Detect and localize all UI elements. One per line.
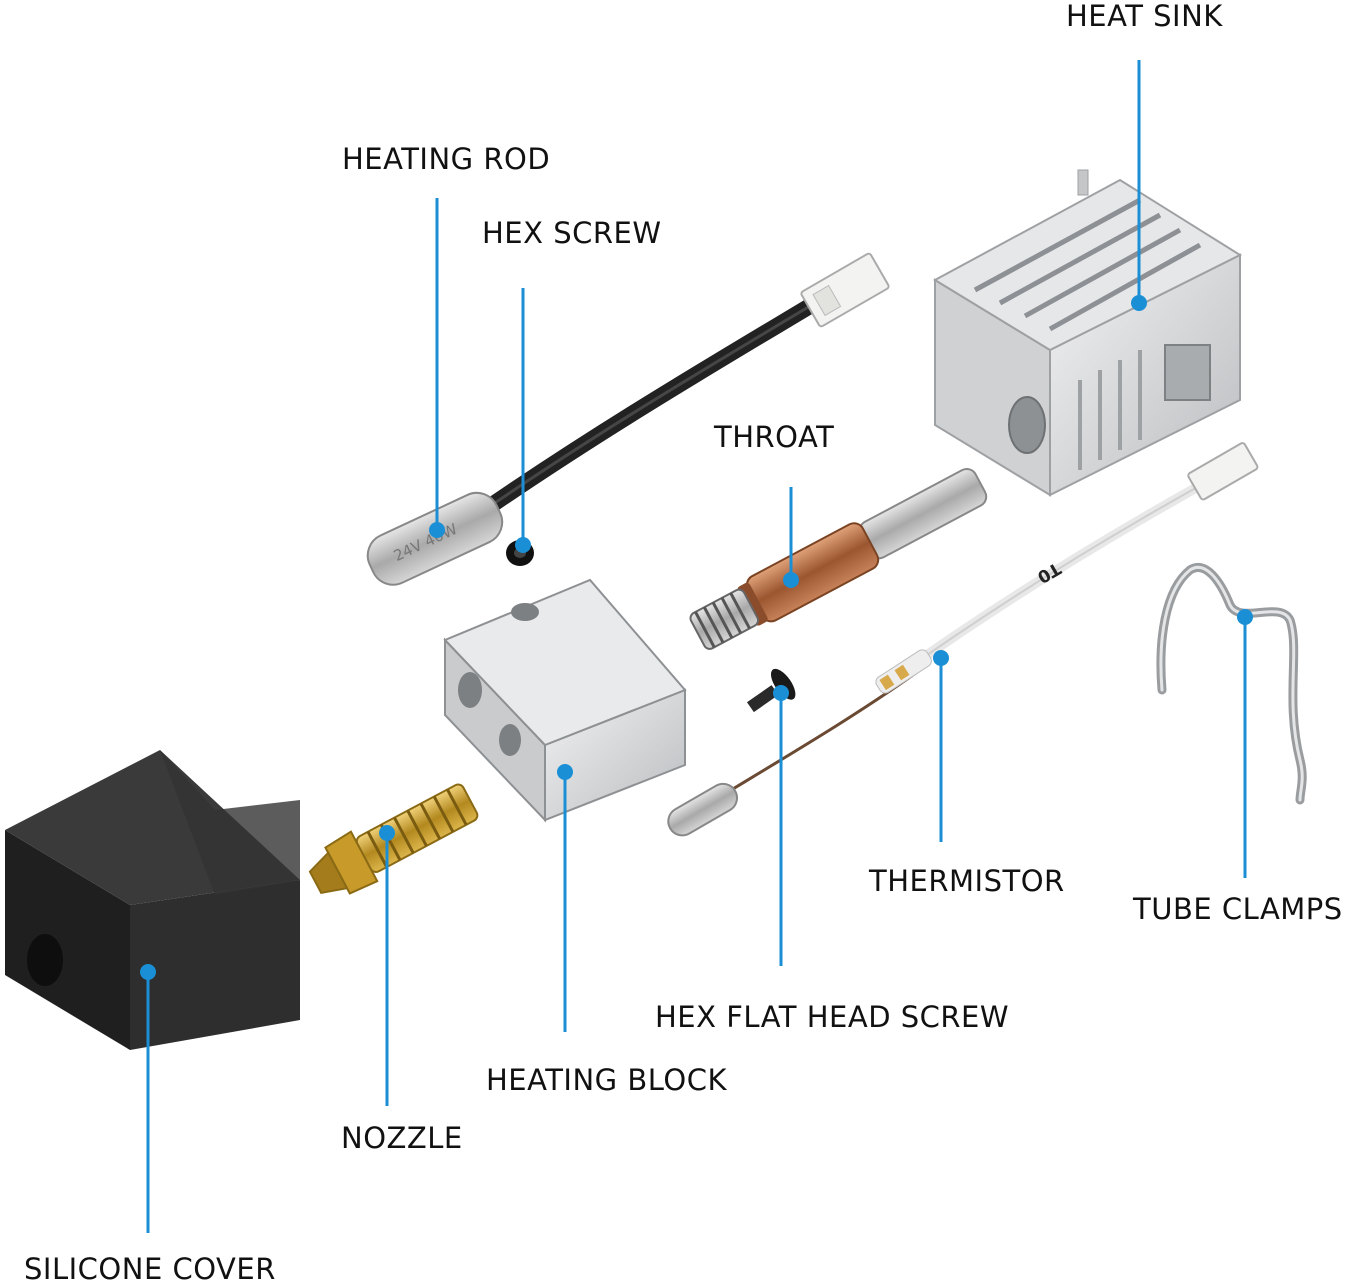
hex-flat-head-screw-part <box>746 668 796 713</box>
label-heating-block: HEATING BLOCK <box>486 1063 727 1097</box>
label-nozzle: NOZZLE <box>341 1121 463 1155</box>
leader-dot-nozzle <box>379 825 395 841</box>
label-thermistor: THERMISTOR <box>869 864 1065 898</box>
label-heating-rod: HEATING ROD <box>342 142 551 176</box>
heat-sink-part <box>932 169 1243 497</box>
throat-part <box>689 467 988 650</box>
leader-dot-heating-block <box>557 764 573 780</box>
thermistor-part: T0 <box>667 442 1259 837</box>
tube-clamps-part <box>1156 563 1307 805</box>
label-silicone-cover: SILICONE COVER <box>24 1252 276 1286</box>
leader-dot-throat <box>783 572 799 588</box>
label-hex-flat-head-screw: HEX FLAT HEAD SCREW <box>655 1000 1010 1034</box>
label-hex-screw: HEX SCREW <box>482 216 662 250</box>
leader-dot-heat-sink <box>1131 295 1147 311</box>
leader-dot-hex-flat-head-screw <box>773 685 789 701</box>
leader-dot-silicone-cover <box>140 964 156 980</box>
leader-lines <box>140 60 1253 1233</box>
label-throat: THROAT <box>714 420 835 454</box>
leader-dot-hex-screw <box>515 537 531 553</box>
label-tube-clamps: TUBE CLAMPS <box>1133 892 1343 926</box>
leader-dot-thermistor <box>933 650 949 666</box>
leader-dot-tube-clamps <box>1237 609 1253 625</box>
label-heat-sink: HEAT SINK <box>1066 0 1223 33</box>
nozzle-part <box>308 783 479 895</box>
silicone-cover-part <box>5 750 300 1050</box>
heating-block-part <box>443 578 687 823</box>
leader-dot-heating-rod <box>429 522 445 538</box>
